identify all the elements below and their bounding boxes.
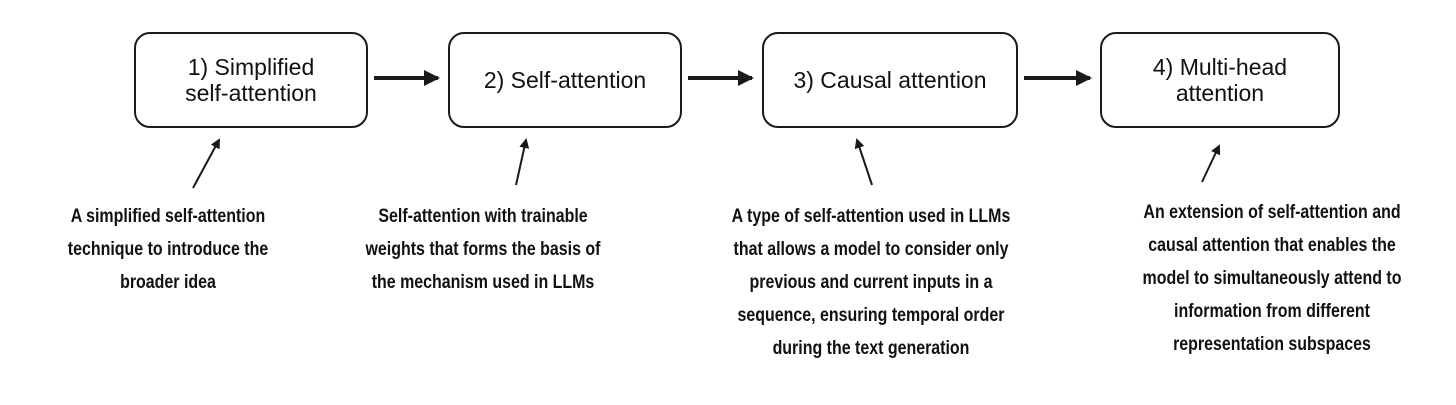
description-causal-attention: A type of self-attention used in LLMs th… (731, 206, 1011, 359)
step-box-causal-attention: 3) Causal attention (762, 32, 1018, 128)
pointer-arrow-1 (192, 138, 220, 189)
pointer-arrow-2 (515, 138, 530, 186)
pointer-arrow-4 (1201, 144, 1221, 183)
description-self-attention: Self-attention with trainable weights th… (365, 206, 601, 293)
description-multi-head-attention: An extension of self-attention and causa… (1142, 202, 1402, 355)
description-simplified-self-attention: A simplified self-attention technique to… (67, 206, 269, 293)
step-box-self-attention: 2) Self-attention (448, 32, 682, 128)
pointer-arrow-3 (854, 138, 873, 186)
step-box-multi-head-attention: 4) Multi-head attention (1100, 32, 1340, 128)
step-box-simplified-self-attention: 1) Simplified self-attention (134, 32, 368, 128)
